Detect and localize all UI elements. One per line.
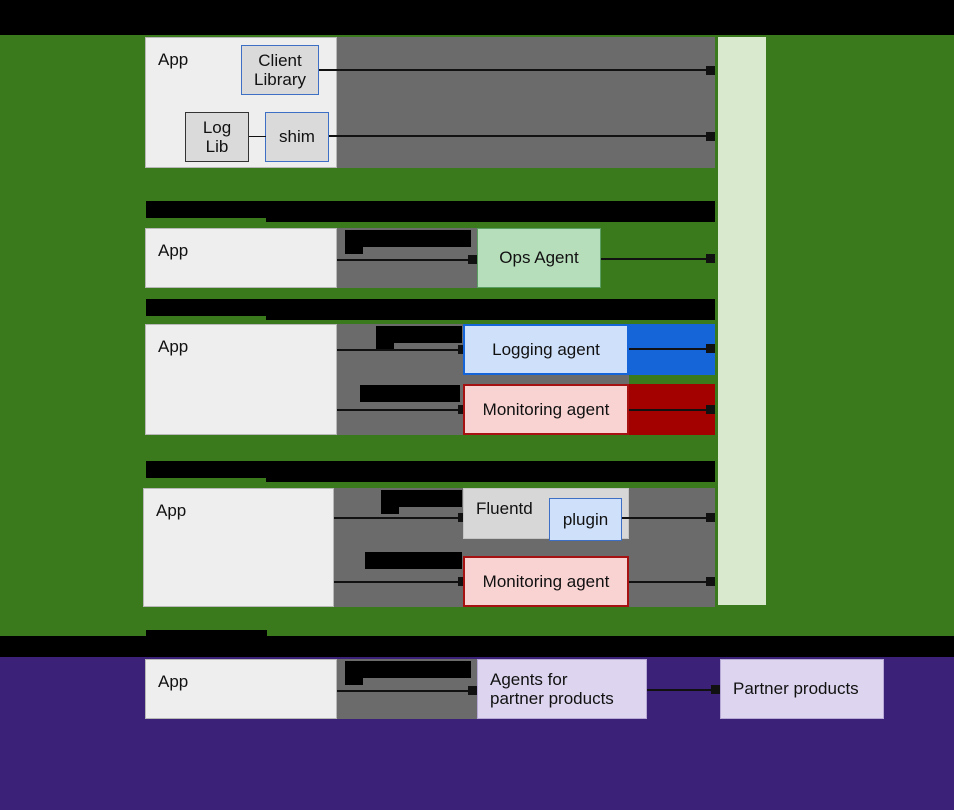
logging-agent-label: Logging agent [492, 339, 600, 359]
app-box-row4: App [143, 488, 334, 607]
fluentd-label: Fluentd [476, 499, 533, 518]
arrowhead-monitoring-agent-out [706, 405, 715, 414]
app-label-row2: App [158, 241, 189, 260]
connector-shim-out [329, 135, 707, 137]
redaction-bar-1a [146, 201, 267, 218]
redaction-label-row5 [345, 661, 471, 678]
agents-for-partner-products-label: Agents for partner products [490, 669, 614, 708]
monitoring-agent-box-2[interactable]: Monitoring agent [463, 556, 629, 607]
app-label-row4: App [156, 501, 187, 520]
redaction-label-row4-monitoring [365, 552, 462, 569]
app-box-row3: App [145, 324, 337, 435]
connector-monitoring-agent-out [629, 409, 707, 411]
redaction-label-row3-logging [376, 326, 462, 343]
arrowhead-app-to-ops-agent [468, 255, 477, 264]
client-library-box[interactable]: Client Library [241, 45, 319, 95]
connector-loglib-shim [249, 136, 266, 137]
connector-app-to-logging-agent [337, 349, 462, 351]
arrowhead-ops-agent-out [706, 254, 715, 263]
redaction-bar-3a [146, 461, 267, 478]
plugin-box[interactable]: plugin [549, 498, 622, 541]
connector-app-to-partner-agents [337, 690, 472, 692]
redaction-bar-2b [266, 299, 715, 320]
shim-label: shim [279, 127, 315, 147]
redaction-label-row3-logging-tail [376, 343, 394, 350]
logging-agent-box[interactable]: Logging agent [463, 324, 629, 375]
redaction-label-row2 [345, 230, 471, 247]
connector-app-to-monitoring-agent-2 [334, 581, 462, 583]
app-box-row5: App [145, 659, 337, 719]
connector-app-to-fluentd [334, 517, 462, 519]
connector-monitoring-agent-2-out [629, 581, 707, 583]
redaction-label-row3-monitoring [360, 385, 460, 402]
app-label-row1: App [158, 50, 189, 69]
connector-client-library-out [319, 69, 707, 71]
arrowhead-app-to-fluentd [458, 513, 467, 522]
partner-products-label: Partner products [733, 679, 859, 699]
connector-app-to-ops-agent [337, 259, 472, 261]
arrowhead-partner-agents-to-partner-products [711, 685, 720, 694]
redaction-bar-4-top [146, 630, 267, 640]
log-lib-box[interactable]: Log Lib [185, 112, 249, 162]
redaction-bar-2a [146, 299, 267, 316]
arrowhead-plugin-out [706, 513, 715, 522]
pipe-band-row1 [337, 37, 715, 168]
app-box-row2: App [145, 228, 337, 288]
client-library-label: Client Library [254, 50, 306, 89]
ops-agent-label: Ops Agent [499, 248, 579, 268]
monitoring-agent-box[interactable]: Monitoring agent [463, 384, 629, 435]
agents-for-partner-products-box[interactable]: Agents for partner products [477, 659, 647, 719]
redaction-label-row2-tail [345, 247, 363, 254]
arrowhead-app-to-monitoring-agent [458, 405, 467, 414]
connector-ops-agent-out [601, 258, 707, 260]
redaction-bar-4 [0, 636, 954, 657]
arrowhead-shim-out [706, 132, 715, 141]
connector-logging-agent-out [629, 348, 707, 350]
monitoring-agent-label: Monitoring agent [482, 399, 610, 419]
ops-agent-box[interactable]: Ops Agent [477, 228, 601, 288]
redaction-label-row5-tail [345, 678, 363, 685]
partner-products-box[interactable]: Partner products [720, 659, 884, 719]
redaction-label-row4-fluentd [381, 490, 462, 507]
destination-sidebar-bar [718, 37, 766, 605]
shim-box[interactable]: shim [265, 112, 329, 162]
arrowhead-app-to-monitoring-agent-2 [458, 577, 467, 586]
redaction-bar-3b [266, 461, 715, 482]
connector-partner-agents-to-partner-products [647, 689, 715, 691]
connector-app-to-monitoring-agent [337, 409, 462, 411]
app-label-row5: App [158, 672, 189, 691]
arrowhead-client-library-out [706, 66, 715, 75]
arrowhead-monitoring-agent-2-out [706, 577, 715, 586]
monitoring-agent-label-2: Monitoring agent [482, 571, 610, 591]
arrowhead-app-to-partner-agents [468, 686, 477, 695]
redaction-bar-1b [266, 201, 715, 222]
arrowhead-logging-agent-out [706, 344, 715, 353]
log-lib-label: Log Lib [202, 117, 232, 156]
app-label-row3: App [158, 337, 189, 356]
arrowhead-app-to-logging-agent [458, 345, 467, 354]
redaction-label-row4-fluentd-tail [381, 507, 399, 514]
connector-plugin-out [622, 517, 707, 519]
plugin-label: plugin [562, 509, 609, 529]
